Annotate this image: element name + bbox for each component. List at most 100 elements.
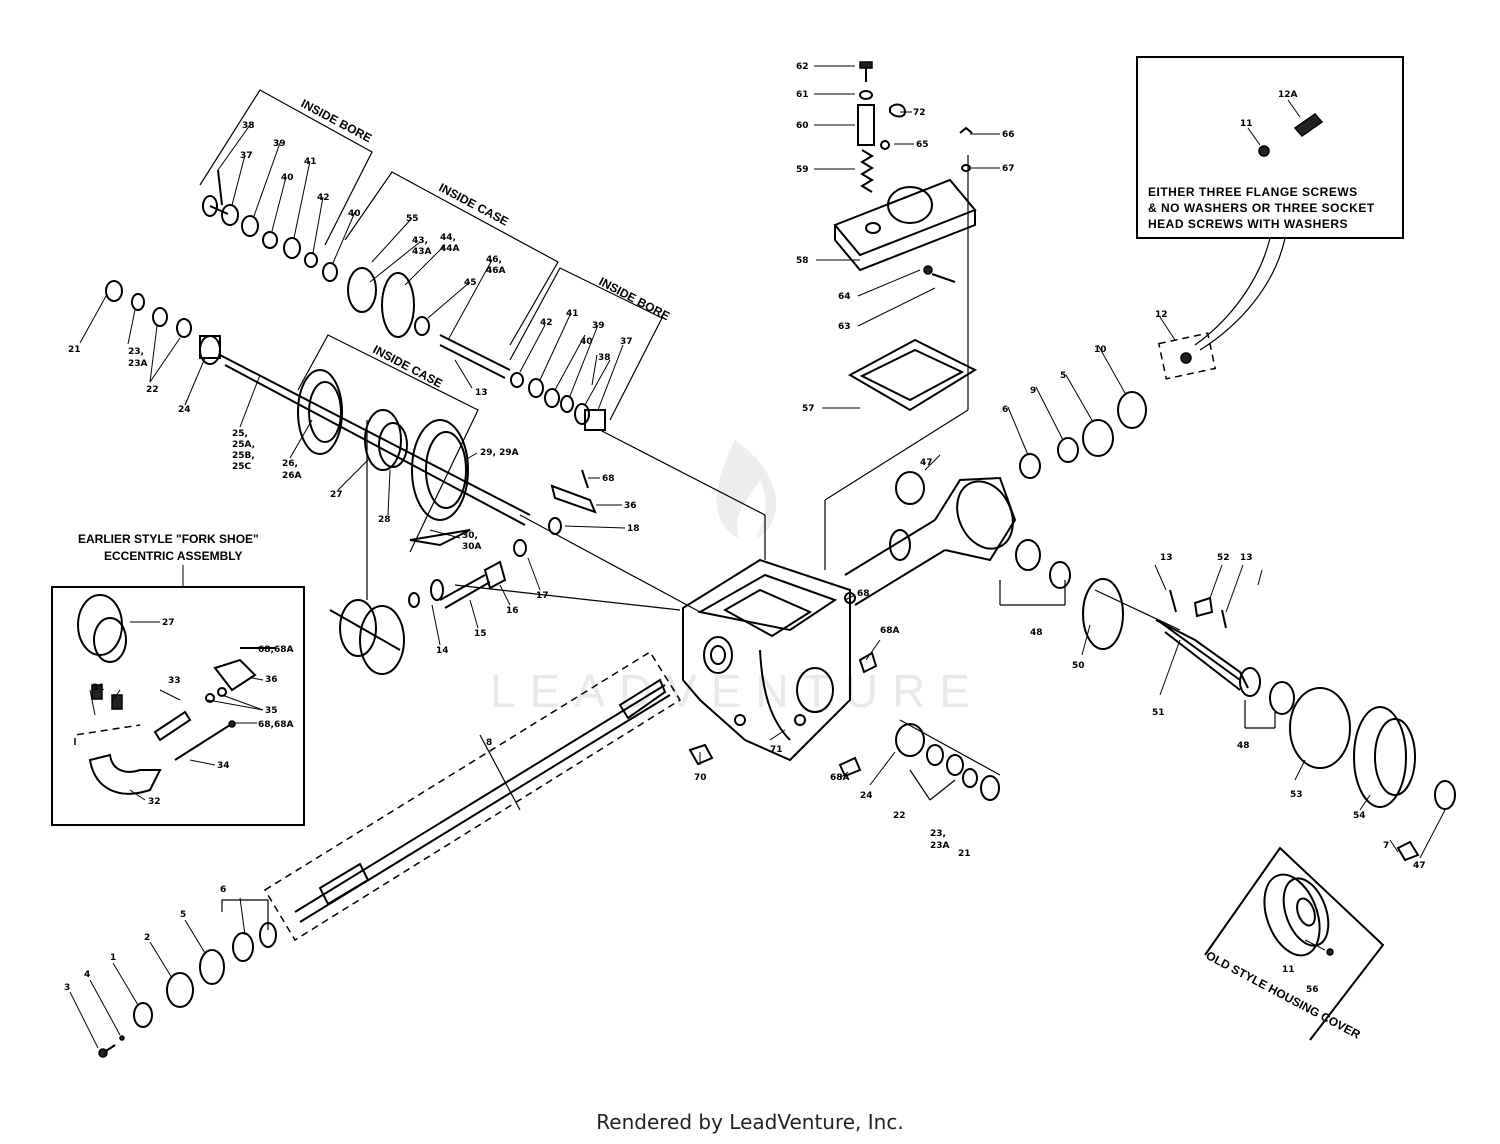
part-label: 43A (412, 247, 432, 257)
label-inside-case-2: INSIDE CASE (371, 342, 445, 390)
part-label: 44, (440, 233, 456, 243)
part-label: 28 (378, 515, 391, 525)
part-label: 18 (627, 524, 640, 534)
part-label: 40 (348, 209, 361, 219)
part-label: 17 (536, 591, 549, 601)
part-label: 64 (838, 292, 851, 302)
callout-line-1: EITHER THREE FLANGE SCREWS (1148, 185, 1358, 199)
part-label: 27 (162, 618, 175, 628)
part-label: 47 (920, 458, 933, 468)
part-label: 44A (440, 244, 460, 254)
part-label: 35 (265, 706, 278, 716)
part-label: 24 (860, 791, 873, 801)
part-label: 5 (180, 910, 186, 920)
old-style-caption: OLD STYLE HOUSING COVER (1204, 948, 1363, 1042)
part-label: 68,68A (258, 645, 293, 655)
part-label: 22 (146, 385, 159, 395)
part-label: 58 (796, 256, 809, 266)
part-label: 45 (464, 278, 477, 288)
part-label: 36 (624, 501, 637, 511)
part-label: 68A (830, 773, 850, 783)
part-label: 60 (796, 121, 809, 131)
bracket-inside-bore-1: INSIDE BORE (199, 89, 374, 246)
part-label: 41 (566, 309, 579, 319)
part-label: 25B, (232, 451, 255, 461)
part-label: 46, (486, 255, 502, 265)
part-label: 2 (144, 933, 150, 943)
part-label: 27 (330, 490, 343, 500)
part-label: 23, (128, 347, 144, 357)
part-label: 68,68A (258, 720, 293, 730)
watermark: LEADVENTURE (490, 440, 970, 717)
part-label: 13 (1240, 553, 1253, 563)
part-label: 24 (178, 405, 191, 415)
part-label: 25A, (232, 440, 255, 450)
part-label: 14 (436, 646, 449, 656)
callout-part-11: 11 (1240, 119, 1253, 129)
part-label: 43, (412, 236, 428, 246)
part-label: 23A (930, 841, 950, 851)
old-part-56: 56 (1306, 985, 1319, 995)
part-label: 48 (1030, 628, 1043, 638)
label-inside-bore-1: INSIDE BORE (299, 96, 374, 145)
part-label: 42 (317, 193, 330, 203)
part-label: 25, (232, 429, 248, 439)
bottom-left-parts (98, 899, 277, 1058)
inset-title-1: EARLIER STYLE "FORK SHOE" (78, 532, 259, 546)
part-label: 15 (474, 629, 487, 639)
part-label: 12 (1155, 310, 1168, 320)
part-label: 30A (462, 542, 482, 552)
part-label: 59 (796, 165, 809, 175)
callout-box: EITHER THREE FLANGE SCREWS & NO WASHERS … (1136, 56, 1404, 380)
part-label: 72 (913, 108, 926, 118)
part-labels: 62 61 72 60 65 66 59 67 58 64 63 57 47 6… (64, 62, 1426, 993)
part-label: 23A (128, 359, 148, 369)
part-label: 47 (1413, 861, 1426, 871)
top-cover-assembly (833, 61, 978, 412)
part-label: 31 (92, 683, 105, 693)
part-label: 68A (880, 626, 900, 636)
worm-shaft (263, 650, 682, 942)
part-label: 30, (462, 531, 478, 541)
part-label: 54 (1353, 811, 1366, 821)
inset-title-2: ECCENTRIC ASSEMBLY (104, 549, 242, 563)
part-label: 68 (602, 474, 615, 484)
callout-line-3: HEAD SCREWS WITH WASHERS (1148, 217, 1348, 231)
part-label: 37 (620, 337, 633, 347)
part-label: 40 (281, 173, 294, 183)
old-part-11: 11 (1282, 965, 1295, 975)
inset-box: EARLIER STYLE "FORK SHOE" ECCENTRIC ASSE… (51, 532, 305, 826)
axis-lines (366, 155, 1181, 776)
part-label: 8 (486, 738, 492, 748)
right-side-parts (688, 391, 1456, 862)
part-label: 41 (304, 157, 317, 167)
leader-lines (69, 65, 1446, 1049)
callout-part-12a: 12A (1278, 90, 1298, 100)
housing (682, 471, 1017, 762)
part-label: 13 (475, 388, 488, 398)
part-label: 36 (265, 675, 278, 685)
bracket-inside-case-1: INSIDE CASE (344, 171, 559, 346)
part-label: 3 (64, 983, 70, 993)
part-label: 39 (273, 139, 286, 149)
part-label: 6 (220, 885, 226, 895)
part-label: 65 (916, 140, 929, 150)
part-label: 38 (598, 353, 611, 363)
label-inside-bore-2: INSIDE BORE (597, 274, 672, 323)
part-label: 1 (110, 953, 116, 963)
left-shaft-assembly (105, 169, 606, 675)
callout-line-2: & NO WASHERS OR THREE SOCKET (1148, 201, 1375, 215)
part-label: 10 (1094, 345, 1107, 355)
part-label: 34 (217, 761, 230, 771)
part-label: 4 (84, 970, 90, 980)
part-label: 9 (1030, 386, 1036, 396)
part-label: 13 (1160, 553, 1173, 563)
old-style-cover: 11 56 OLD STYLE HOUSING COVER (1204, 846, 1385, 1042)
part-label: 21 (958, 849, 971, 859)
part-label: 25C (232, 462, 252, 472)
part-label: 33 (168, 676, 181, 686)
part-label: 55 (406, 214, 419, 224)
part-label: 52 (1217, 553, 1230, 563)
